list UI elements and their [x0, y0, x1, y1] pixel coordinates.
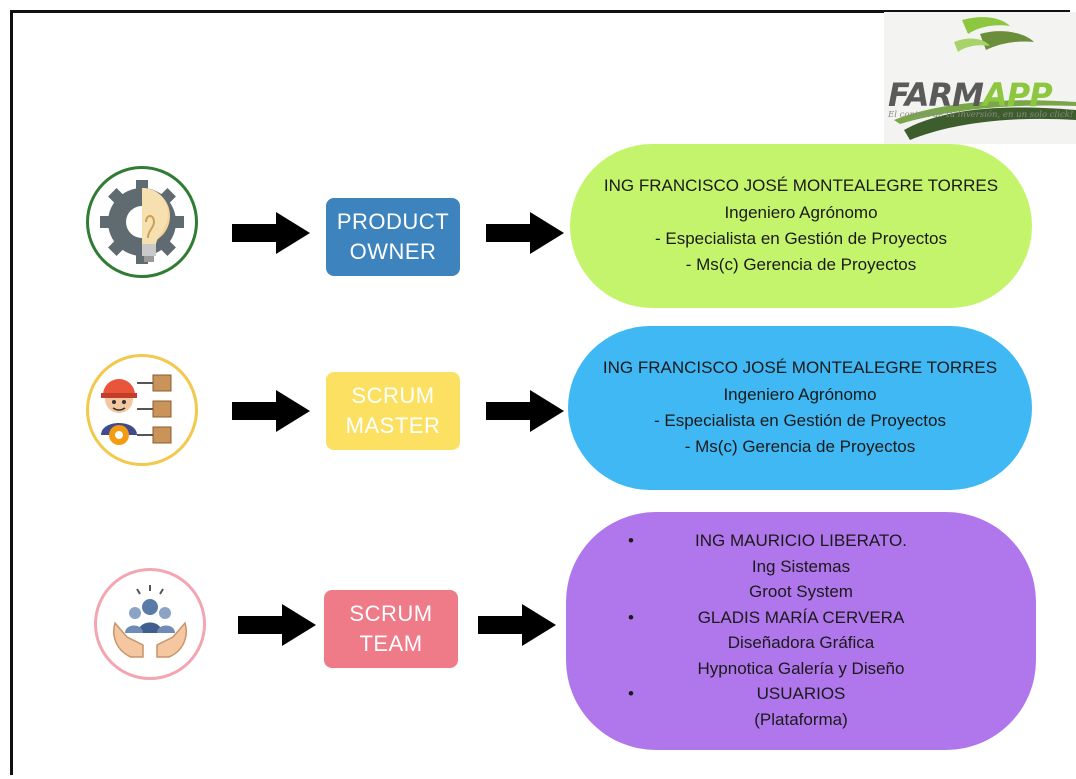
member-name: GLADIS MARÍA CERVERA: [697, 607, 905, 627]
team-hands-icon: [94, 568, 206, 680]
detail-line: - Ms(c) Gerencia de Proyectos: [685, 255, 917, 275]
role-label-line2: OWNER: [349, 239, 437, 264]
role-product-owner: PRODUCT OWNER: [326, 198, 460, 276]
arrow-right-icon: [486, 390, 564, 432]
team-member-list: • ING MAURICIO LIBERATO. Ing Sistemas Gr…: [566, 525, 1036, 735]
arrow-right-icon: [238, 604, 316, 646]
logo-wordmark: FARMAPP: [888, 76, 1053, 114]
bullet: •: [628, 607, 634, 627]
logo-farm-text: FARM: [888, 76, 984, 114]
worker-boxes-icon: [86, 354, 198, 466]
logo-tagline: El control de tu inversión, en un solo c…: [888, 110, 1074, 120]
list-item: • USUARIOS: [566, 681, 1036, 707]
list-item-line: Groot System: [749, 582, 853, 601]
list-item-line: Diseñadora Gráfica: [727, 633, 875, 652]
list-item: • ING MAURICIO LIBERATO.: [566, 528, 1036, 554]
list-item-line: (Plataforma): [754, 709, 848, 729]
member-name: USUARIOS: [756, 684, 846, 703]
leaf-swoosh-icon: [894, 17, 1076, 140]
role-label-line1: SCRUM: [351, 383, 435, 409]
detail-line: ING FRANCISCO JOSÉ MONTEALEGRE TORRES: [602, 358, 998, 378]
arrow-right-icon: [232, 212, 310, 254]
gear-bulb-icon: [86, 166, 198, 278]
role-label-line2: MASTER: [345, 413, 441, 438]
scrum-master-details: ING FRANCISCO JOSÉ MONTEALEGRE TORRES In…: [568, 326, 1032, 490]
list-item-line: Hypnotica Galería y Diseño: [697, 658, 905, 678]
detail-line: ING FRANCISCO JOSÉ MONTEALEGRE TORRES: [603, 176, 999, 196]
role-scrum-master: SCRUM MASTER: [326, 372, 460, 450]
logo-app-text: APP: [982, 76, 1053, 114]
arrow-right-icon: [486, 212, 564, 254]
detail-line: - Especialista en Gestión de Proyectos: [654, 411, 946, 430]
product-owner-details: ING FRANCISCO JOSÉ MONTEALEGRE TORRES In…: [570, 144, 1032, 308]
arrow-right-icon: [232, 390, 310, 432]
detail-line: Ingeniero Agrónomo: [723, 384, 877, 404]
list-item-line: Ing Sistemas: [751, 556, 851, 576]
role-label-line2: TEAM: [359, 631, 423, 656]
farmapp-logo: FARMAPP El control de tu inversión, en u…: [884, 12, 1076, 144]
scrum-team-details: [566, 512, 1036, 750]
member-name: ING MAURICIO LIBERATO.: [695, 531, 907, 550]
arrow-right-icon: [478, 604, 556, 646]
role-label-line1: SCRUM: [349, 601, 433, 627]
detail-line: Ingeniero Agrónomo: [724, 202, 878, 222]
detail-line: - Ms(c) Gerencia de Proyectos: [684, 437, 916, 457]
list-item: • GLADIS MARÍA CERVERA: [566, 605, 1036, 631]
role-scrum-team: SCRUM TEAM: [324, 590, 458, 668]
bullet: •: [628, 531, 634, 550]
detail-line: - Especialista en Gestión de Proyectos: [655, 229, 947, 248]
role-label-line1: PRODUCT: [336, 209, 450, 235]
bullet: •: [628, 684, 634, 703]
